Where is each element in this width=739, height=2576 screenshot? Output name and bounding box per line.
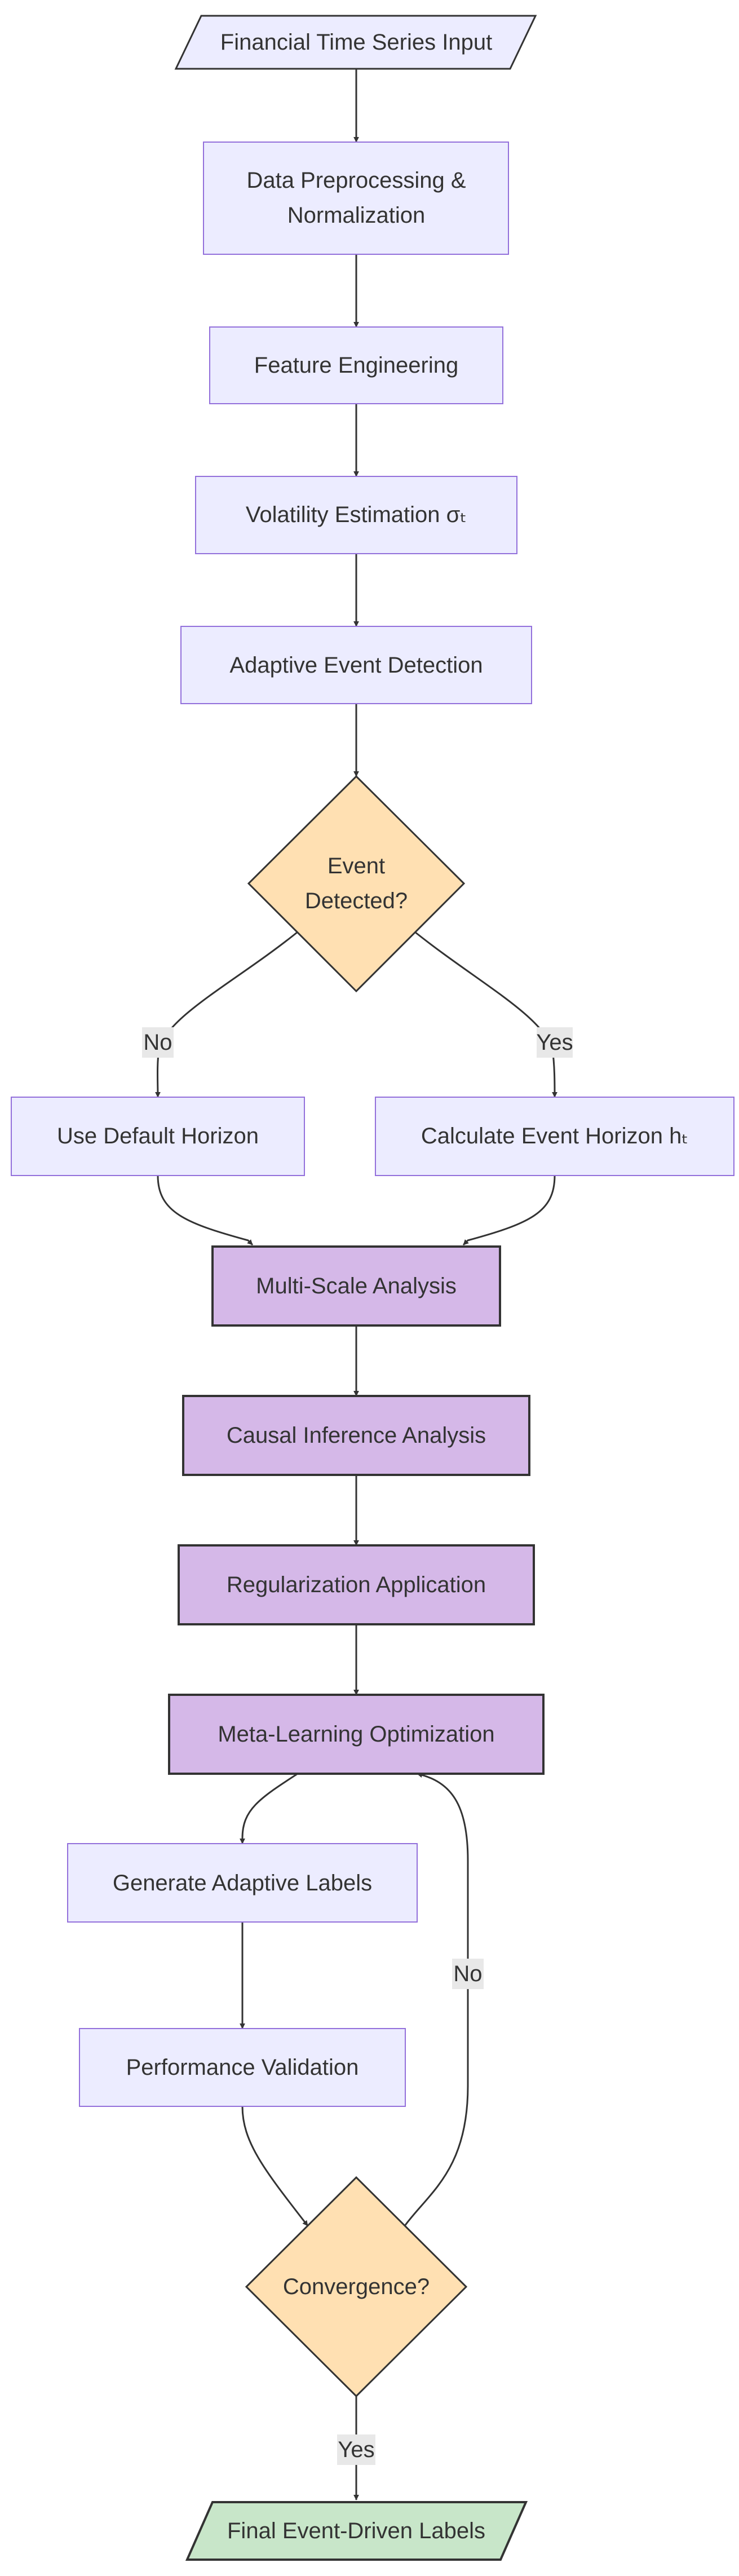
edge-validation-to-convergence: [241, 2106, 309, 2226]
edge-decision-yes: [414, 931, 557, 1098]
edge-label-bg: [142, 1027, 174, 1058]
node-label-line2: Detected?: [305, 889, 408, 913]
node-shape: [178, 1544, 535, 1625]
node-shape: [182, 1395, 530, 1476]
node-label: Meta-Learning Optimization: [218, 1722, 494, 1747]
node-shape: [168, 1694, 545, 1775]
node-shape: [209, 326, 503, 404]
edge-label-bg: [452, 1959, 484, 1989]
edge-default-to-multiscale: [157, 1175, 254, 1246]
node-shape: [375, 1097, 734, 1176]
node-label: Adaptive Event Detection: [229, 653, 483, 678]
node-default-horizon: Use Default Horizon: [11, 1097, 305, 1176]
node-label: Causal Inference Analysis: [227, 1423, 486, 1448]
edge-label-convergence-yes: Yes: [338, 2437, 374, 2462]
node-shape: [195, 476, 517, 554]
node-label-line2: Normalization: [287, 203, 426, 228]
node-shape: [79, 2028, 406, 2107]
node-shape: [174, 15, 537, 70]
node-label: Financial Time Series Input: [220, 30, 492, 55]
edge-decision-no: [154, 931, 298, 1098]
edge-label-convergence-no: No: [453, 1961, 482, 1986]
node-label-line1: Data Preprocessing &: [246, 168, 466, 193]
node-preprocess: Data Preprocessing & Normalization: [203, 142, 509, 255]
node-feature-engineering: Feature Engineering: [209, 326, 503, 404]
node-event-horizon: Calculate Event Horizon hₜ: [375, 1097, 734, 1176]
edge-labels: No Yes No Yes: [142, 1027, 573, 2465]
node-volatility: Volatility Estimation σₜ: [195, 476, 517, 554]
edge-label-no: No: [143, 1030, 172, 1055]
node-event-decision: Event Detected?: [247, 775, 466, 993]
edge-meta-to-generate: [240, 1773, 298, 1844]
node-causal: Causal Inference Analysis: [182, 1395, 530, 1476]
node-shape: [203, 142, 509, 255]
node-event-detection: Adaptive Event Detection: [180, 626, 532, 704]
node-label: Generate Adaptive Labels: [113, 1871, 372, 1895]
node-label: Multi-Scale Analysis: [256, 1274, 457, 1298]
edge-convergence-no: [404, 1772, 469, 2226]
node-input: Financial Time Series Input: [174, 15, 537, 70]
node-multiscale: Multi-Scale Analysis: [211, 1245, 501, 1327]
node-label: Calculate Event Horizon hₜ: [421, 1124, 688, 1148]
node-shape: [211, 1245, 501, 1327]
edge-label-bg: [537, 1027, 573, 1058]
node-regularization: Regularization Application: [178, 1544, 535, 1625]
node-meta-learning: Meta-Learning Optimization: [168, 1694, 545, 1775]
node-label-line1: Event: [328, 854, 385, 878]
edge-eventhorizon-to-multiscale: [462, 1175, 556, 1246]
node-label: Feature Engineering: [254, 353, 458, 378]
node-label: Performance Validation: [126, 2055, 359, 2080]
node-shape: [245, 2176, 468, 2398]
node-shape: [247, 775, 466, 993]
node-shape: [11, 1097, 305, 1176]
node-label: Volatility Estimation σₜ: [246, 502, 467, 527]
node-validation: Performance Validation: [79, 2028, 406, 2107]
node-label: Use Default Horizon: [57, 1124, 259, 1148]
node-shape: [185, 2501, 528, 2561]
node-generate-labels: Generate Adaptive Labels: [67, 1843, 418, 1923]
node-label: Convergence?: [283, 2274, 430, 2299]
node-label: Regularization Application: [227, 1572, 486, 1597]
node-output: Final Event-Driven Labels: [185, 2501, 528, 2561]
node-label: Final Event-Driven Labels: [227, 2518, 485, 2543]
edge-label-yes: Yes: [536, 1030, 573, 1055]
edge-label-bg: [337, 2434, 375, 2465]
node-shape: [67, 1843, 418, 1923]
node-shape: [180, 626, 532, 704]
node-convergence: Convergence?: [245, 2176, 468, 2398]
